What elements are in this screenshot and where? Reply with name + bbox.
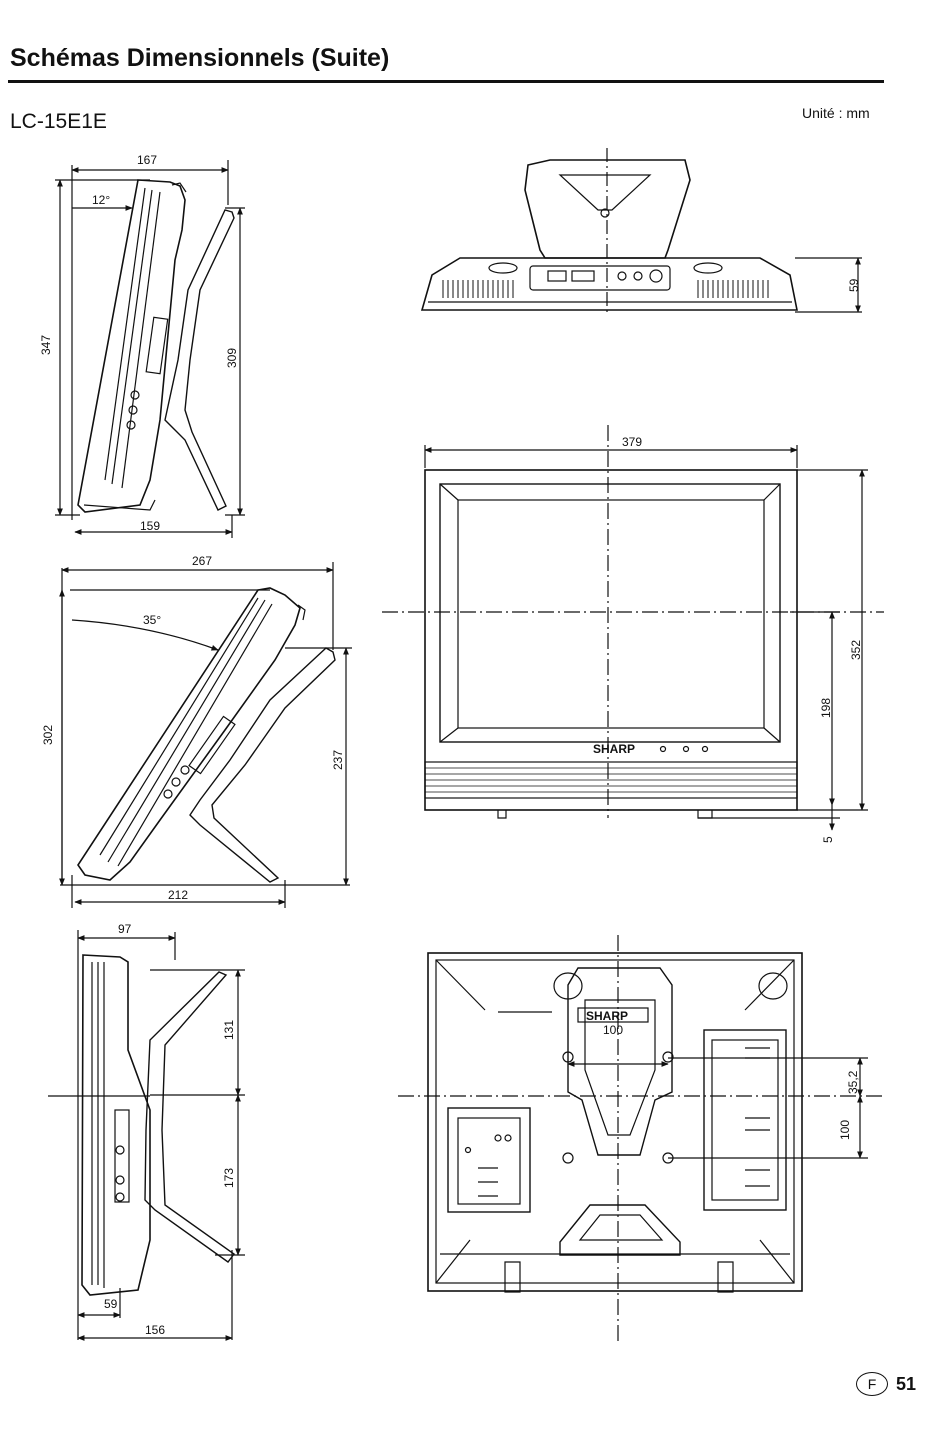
unit-label: Unité : mm [802, 105, 870, 121]
page-footer: F 51 [856, 1372, 916, 1396]
dim-upright-height-stand: 309 [225, 348, 239, 368]
dim-wall-depth-bottom: 59 [104, 1297, 118, 1311]
dim-front-center-height: 198 [819, 698, 833, 718]
page-title: Schémas Dimensionnels (Suite) [10, 44, 390, 72]
dim-front-base-gap: 5 [821, 836, 835, 843]
dim-tilted-height-total: 302 [41, 725, 55, 745]
dim-tilted-depth-base: 212 [168, 888, 188, 902]
dim-rear-vesa-width: 100 [603, 1023, 623, 1037]
dim-upright-depth-base: 159 [140, 519, 160, 533]
title-rule [8, 80, 884, 83]
side-view-tilted [59, 562, 352, 908]
dim-upright-depth-top: 167 [137, 153, 157, 167]
dim-top-depth: 59 [847, 278, 861, 292]
dim-wall-upper-height: 131 [222, 1020, 236, 1040]
dim-wall-depth-top: 97 [118, 922, 132, 936]
dim-upright-height-total: 347 [39, 335, 53, 355]
dim-rear-vesa-offset: 35,2 [846, 1070, 860, 1094]
dim-wall-depth-total: 156 [145, 1323, 165, 1337]
side-view-wall [48, 930, 245, 1341]
dim-tilted-depth-top: 267 [192, 554, 212, 568]
dim-upright-angle: 12° [92, 193, 110, 207]
rear-view [398, 935, 884, 1342]
rear-brand-logo: SHARP [586, 1009, 628, 1023]
dim-rear-vesa-height: 100 [838, 1120, 852, 1140]
front-brand-logo: SHARP [593, 742, 635, 756]
dim-front-height: 352 [849, 640, 863, 660]
dim-front-width: 379 [622, 435, 642, 449]
top-view [420, 148, 862, 313]
dim-tilted-angle: 35° [143, 613, 161, 627]
language-mark: F [856, 1372, 888, 1396]
dim-tilted-height-stand: 237 [331, 750, 345, 770]
side-view-upright [55, 160, 245, 538]
page-number: 51 [896, 1373, 917, 1394]
dim-wall-lower-height: 173 [222, 1168, 236, 1188]
front-view [382, 425, 884, 831]
model-name: LC-15E1E [10, 110, 107, 133]
